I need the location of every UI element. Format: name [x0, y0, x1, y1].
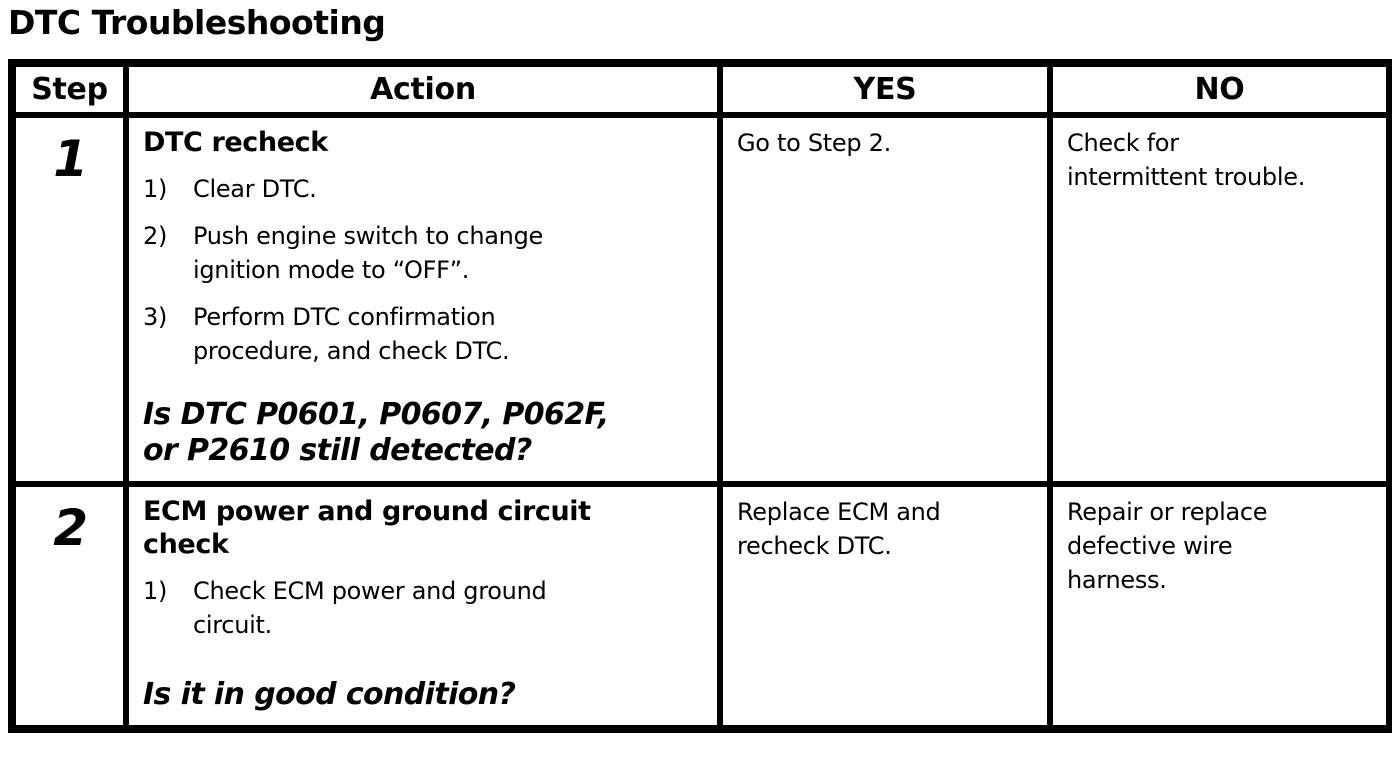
text-line: procedure, and check DTC.	[193, 337, 510, 365]
action-question: Is DTC P0601, P0607, P062F, or P2610 sti…	[143, 397, 705, 469]
text-line: Replace ECM and	[737, 498, 941, 526]
list-item-text: Check ECM power and ground circuit.	[193, 574, 547, 642]
text-line: intermittent trouble.	[1067, 163, 1306, 191]
action-list-item: 3) Perform DTC confirmation procedure, a…	[143, 300, 705, 368]
action-cell: ECM power and ground circuit check 1) Ch…	[123, 481, 723, 732]
step-number: 1	[9, 112, 129, 487]
action-list-item: 1) Clear DTC.	[143, 172, 705, 206]
list-item-text: Clear DTC.	[193, 172, 317, 206]
text-line: recheck DTC.	[737, 532, 892, 560]
text-line: DTC recheck	[143, 127, 328, 158]
col-header-action: Action	[123, 60, 723, 118]
list-item-number: 1)	[143, 577, 168, 605]
text-line: ignition mode to “OFF”.	[193, 256, 470, 284]
col-header-step: Step	[9, 60, 129, 118]
col-header-no: NO	[1047, 60, 1392, 118]
yes-cell: Replace ECM and recheck DTC.	[717, 481, 1053, 732]
action-list-item: 1) Check ECM power and ground circuit.	[143, 574, 705, 642]
text-line: Is it in good condition?	[143, 677, 516, 712]
header-row: Step Action YES NO	[9, 60, 1392, 118]
step-number: 2	[9, 481, 129, 732]
text-line: Check for	[1067, 129, 1179, 157]
list-item-number: 1)	[143, 175, 168, 203]
troubleshooting-table: Step Action YES NO 1 DTC recheck 1) Clea…	[8, 59, 1392, 733]
no-cell: Repair or replace defective wire harness…	[1047, 481, 1392, 732]
text-line: ECM power and ground circuit	[143, 496, 591, 527]
action-title: ECM power and ground circuit check	[143, 495, 705, 561]
text-line: Repair or replace	[1067, 498, 1268, 526]
text-line: Check ECM power and ground	[193, 577, 547, 605]
text-line: harness.	[1067, 566, 1167, 594]
no-cell: Check for intermittent trouble.	[1047, 112, 1392, 487]
table-row-step-2: 2 ECM power and ground circuit check 1) …	[9, 481, 1392, 732]
text-line: Push engine switch to change	[193, 222, 543, 250]
action-cell: DTC recheck 1) Clear DTC. 2) Push engine…	[123, 112, 723, 487]
table-row-step-1: 1 DTC recheck 1) Clear DTC. 2) Pu	[9, 112, 1392, 487]
list-item-number: 3)	[143, 303, 168, 331]
page-title: DTC Troubleshooting	[8, 3, 386, 42]
text-line: check	[143, 529, 229, 560]
text-line: Is DTC P0601, P0607, P062F,	[143, 397, 609, 432]
list-item-number: 2)	[143, 222, 168, 250]
text-line: Clear DTC.	[193, 175, 317, 203]
text-line: Go to Step 2.	[737, 129, 891, 157]
text-line: circuit.	[193, 611, 272, 639]
col-header-yes: YES	[717, 60, 1053, 118]
action-list-item: 2) Push engine switch to change ignition…	[143, 219, 705, 287]
action-title: DTC recheck	[143, 126, 705, 159]
action-question: Is it in good condition?	[143, 677, 705, 713]
text-line: defective wire	[1067, 532, 1233, 560]
yes-cell: Go to Step 2.	[717, 112, 1053, 487]
text-line: Perform DTC confirmation	[193, 303, 496, 331]
text-line: or P2610 still detected?	[143, 433, 532, 468]
list-item-text: Push engine switch to change ignition mo…	[193, 219, 543, 287]
list-item-text: Perform DTC confirmation procedure, and …	[193, 300, 510, 368]
